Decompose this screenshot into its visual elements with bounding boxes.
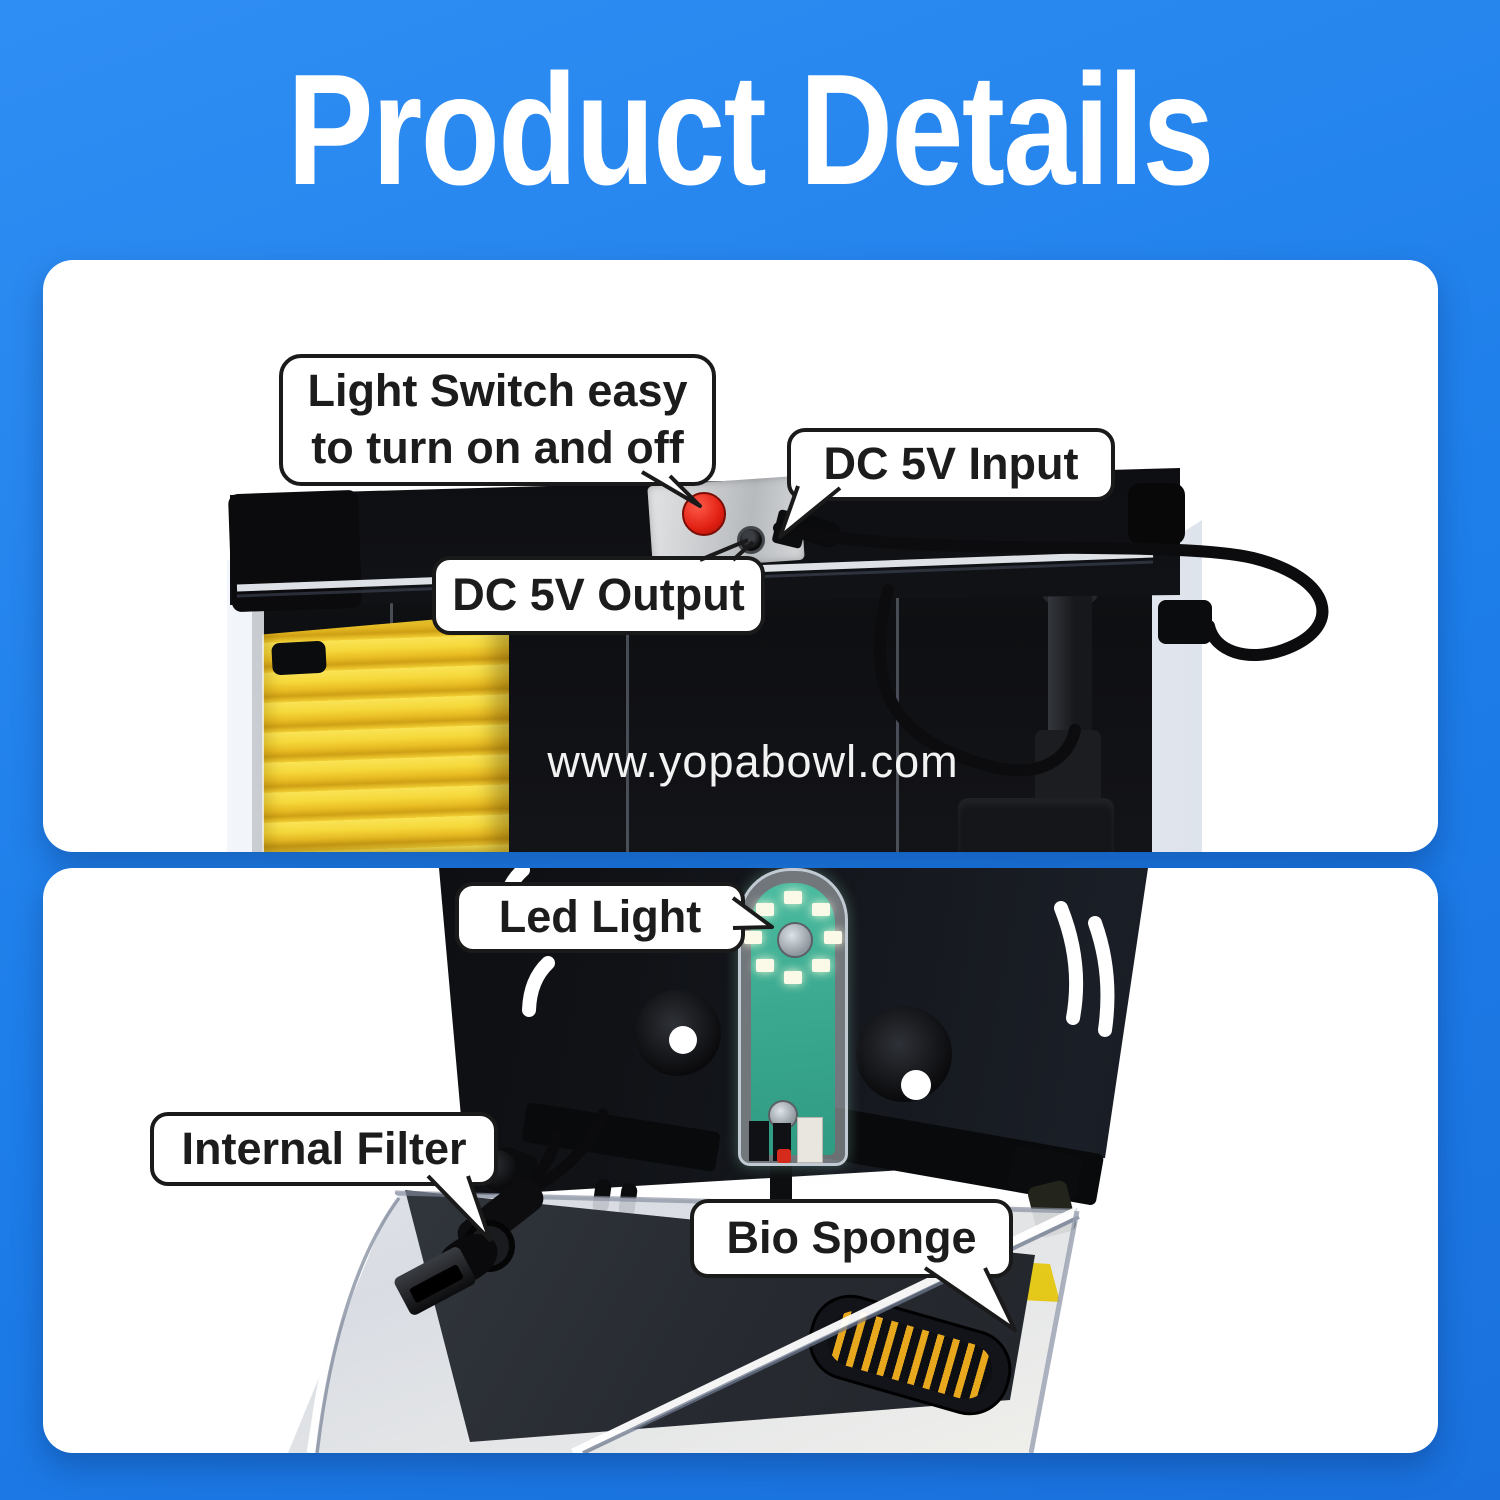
led-screw: [777, 922, 813, 958]
callout-dc-input: DC 5V Input: [787, 428, 1115, 501]
glass-seam: [626, 558, 629, 852]
led-chip: [812, 959, 830, 972]
lid-shine-mark: [522, 956, 555, 1017]
pump-cable: [873, 584, 1081, 777]
callout-led-light: Led Light: [455, 882, 745, 953]
page-title: Product Details: [287, 42, 1214, 218]
lid-shine-mark: [1054, 901, 1084, 1025]
callout-dc-input-label: DC 5V Input: [823, 438, 1079, 490]
bottom-photo-panel: Led Light Internal Filter Bio Sponge: [43, 868, 1438, 1453]
rim-right: [1028, 1210, 1080, 1453]
led-chip: [784, 891, 802, 904]
led-chip: [756, 959, 774, 972]
right-wall-clip: [1158, 600, 1212, 644]
led-component: [749, 1121, 769, 1161]
lid-suction-hole: [901, 1070, 931, 1100]
led-red-tip: [777, 1149, 791, 1163]
callout-bio-sponge: Bio Sponge: [690, 1199, 1013, 1278]
callout-bio-sponge-label: Bio Sponge: [726, 1212, 977, 1264]
callout-light-switch-line2: to turn on and off: [311, 422, 684, 473]
callout-dc-output: DC 5V Output: [432, 556, 765, 635]
lid-right-hinge: [1128, 483, 1185, 545]
power-cable: [773, 522, 1329, 662]
watermark: www.yopabowl.com: [547, 736, 959, 787]
rim-left: [315, 1196, 401, 1453]
callout-led-light-label: Led Light: [498, 891, 702, 943]
callout-light-switch: Light Switch easy to turn on and off: [279, 354, 716, 486]
pump-body: [958, 798, 1114, 852]
led-connector: [797, 1117, 823, 1163]
callout-light-switch-line1: Light Switch easy: [307, 365, 688, 417]
callout-dc-output-label: DC 5V Output: [452, 569, 745, 621]
rim-left-highlight: [306, 1191, 399, 1453]
top-photo-panel: www.yopabowl.com Light Switch easy to tu…: [43, 260, 1438, 852]
lid-shine-mark: [1088, 916, 1115, 1037]
led-chip: [812, 903, 830, 916]
led-chip: [744, 931, 762, 944]
callout-internal-filter: Internal Filter: [150, 1112, 498, 1186]
led-chip: [824, 931, 842, 944]
lid-suction-hole: [669, 1026, 697, 1054]
led-chip: [784, 971, 802, 984]
callout-internal-filter-label: Internal Filter: [181, 1122, 467, 1174]
